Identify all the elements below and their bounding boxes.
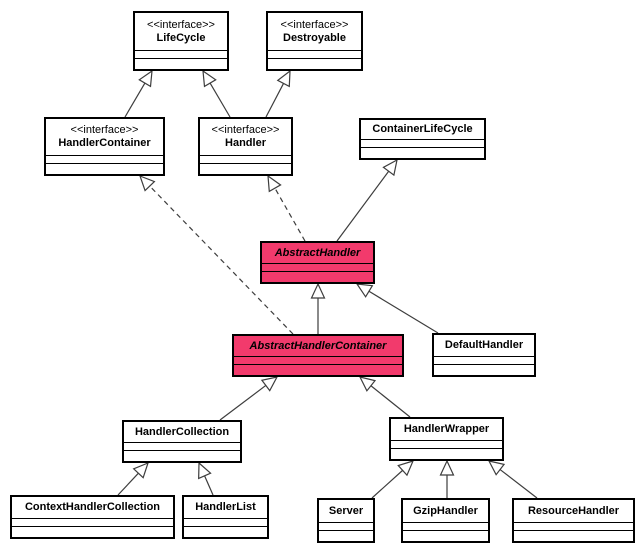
class-name-label: HandlerWrapper (403, 423, 490, 435)
methods-compartment (200, 163, 291, 174)
class-box-gziphandler[interactable]: GzipHandler (401, 498, 490, 543)
edge-handlercollection-extends-abstracthandlercontainer (219, 376, 279, 421)
class-name-label: LifeCycle (156, 31, 206, 44)
methods-compartment (12, 526, 173, 537)
attributes-compartment (12, 518, 173, 526)
methods-compartment (234, 364, 402, 375)
class-name-label: AbstractHandlerContainer (249, 339, 387, 352)
class-name-label: HandlerContainer (58, 137, 151, 149)
edge-resourcehandler-extends-handlerwrapper (487, 460, 538, 499)
attributes-compartment (514, 522, 633, 530)
edge-abstracthandlercontainer-implements-handlercontainer (139, 174, 294, 335)
class-box-defaulthandler[interactable]: DefaultHandler (432, 333, 536, 377)
methods-compartment (262, 271, 373, 282)
edge-handler-extends-destroyable (265, 69, 291, 118)
class-title: HandlerList (184, 497, 267, 518)
class-name-label: HandlerCollection (134, 425, 230, 438)
attributes-compartment (268, 50, 361, 58)
methods-compartment (514, 530, 633, 541)
class-title: ContextHandlerCollection (12, 497, 173, 518)
class-name-label: Server (328, 504, 364, 517)
edge-handlerwrapper-extends-abstracthandlercontainer (358, 376, 411, 418)
methods-compartment (434, 364, 534, 375)
methods-compartment (403, 530, 488, 541)
stereotype-label: <<interface>> (147, 18, 215, 31)
class-title: ContainerLifeCycle (361, 120, 484, 139)
class-box-handler[interactable]: <<interface>> Handler (198, 117, 293, 176)
class-box-handlercollection[interactable]: HandlerCollection (122, 420, 242, 463)
edge-abstracthandlercontainer-extends-abstracthandler (310, 282, 326, 334)
class-box-lifecycle[interactable]: <<interface>> LifeCycle (133, 11, 229, 71)
edge-gziphandler-extends-handlerwrapper (439, 459, 455, 498)
attributes-compartment (319, 522, 373, 530)
class-title: <<interface>> HandlerContainer (46, 119, 163, 155)
stereotype-label: <<interface>> (280, 18, 349, 31)
attributes-compartment (262, 263, 373, 271)
attributes-compartment (124, 442, 240, 450)
class-name-label: DefaultHandler (444, 339, 524, 351)
class-title: <<interface>> Handler (200, 119, 291, 155)
class-title: <<interface>> LifeCycle (135, 13, 227, 50)
methods-compartment (319, 530, 373, 541)
class-name-label: GzipHandler (413, 504, 478, 517)
methods-compartment (124, 450, 240, 461)
attributes-compartment (403, 522, 488, 530)
methods-compartment (135, 58, 227, 69)
class-name-label: HandlerList (195, 501, 256, 513)
class-box-server[interactable]: Server (317, 498, 375, 543)
class-box-resourcehandler[interactable]: ResourceHandler (512, 498, 635, 543)
stereotype-label: <<interface>> (211, 124, 280, 136)
class-name-label: AbstractHandler (274, 246, 361, 259)
class-box-handlerwrapper[interactable]: HandlerWrapper (389, 417, 504, 461)
class-title: DefaultHandler (434, 335, 534, 356)
edge-contexthandlercollection-extends-handlercollection (117, 461, 149, 496)
methods-compartment (268, 58, 361, 69)
class-title: Server (319, 500, 373, 522)
stereotype-label: <<interface>> (70, 124, 139, 136)
methods-compartment (46, 163, 163, 174)
class-box-abstracthandler[interactable]: AbstractHandler (260, 241, 375, 284)
class-name-label: ContextHandlerCollection (24, 501, 161, 513)
methods-compartment (391, 448, 502, 459)
class-box-abstracthandlercontainer[interactable]: AbstractHandlerContainer (232, 334, 404, 377)
edge-abstracthandler-extends-containerlifecycle (336, 158, 398, 242)
edge-server-extends-handlerwrapper (371, 460, 415, 499)
class-title: GzipHandler (403, 500, 488, 522)
class-box-handlercontainer[interactable]: <<interface>> HandlerContainer (44, 117, 165, 176)
class-name-label: Handler (225, 137, 266, 149)
class-title: AbstractHandler (262, 243, 373, 263)
edge-handlerlist-extends-handlercollection (198, 461, 214, 496)
class-title: AbstractHandlerContainer (234, 336, 402, 356)
class-box-containerlifecycle[interactable]: ContainerLifeCycle (359, 118, 486, 160)
attributes-compartment (234, 356, 402, 364)
edge-handlercontainer-extends-lifecycle (124, 69, 153, 118)
class-title: ResourceHandler (514, 500, 633, 522)
class-name-label: ResourceHandler (527, 504, 620, 517)
class-box-handlerlist[interactable]: HandlerList (182, 495, 269, 539)
attributes-compartment (434, 356, 534, 364)
attributes-compartment (200, 155, 291, 163)
attributes-compartment (46, 155, 163, 163)
class-name-label: Destroyable (283, 31, 346, 44)
edge-abstracthandler-implements-handler (267, 174, 306, 242)
methods-compartment (184, 526, 267, 537)
class-title: <<interface>> Destroyable (268, 13, 361, 50)
attributes-compartment (391, 440, 502, 448)
class-title: HandlerWrapper (391, 419, 502, 440)
edge-defaulthandler-extends-abstracthandler (355, 283, 439, 334)
class-title: HandlerCollection (124, 422, 240, 442)
class-name-label: ContainerLifeCycle (372, 123, 473, 135)
edge-handler-extends-lifecycle (202, 69, 231, 118)
attributes-compartment (184, 518, 267, 526)
methods-compartment (361, 147, 484, 158)
attributes-compartment (361, 139, 484, 147)
attributes-compartment (135, 50, 227, 58)
class-box-destroyable[interactable]: <<interface>> Destroyable (266, 11, 363, 71)
class-box-contexthandlercollection[interactable]: ContextHandlerCollection (10, 495, 175, 539)
